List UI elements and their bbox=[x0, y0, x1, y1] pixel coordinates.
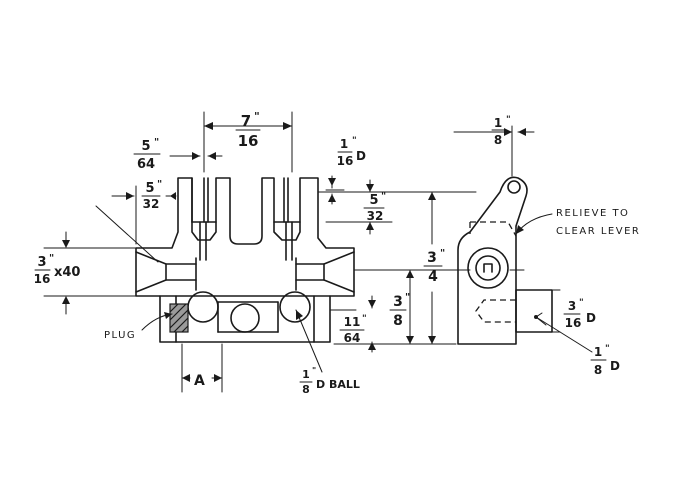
svg-text:x40: x40 bbox=[54, 265, 80, 280]
plug-hatch bbox=[169, 303, 189, 333]
dim-tap: 3 " 16 x40 bbox=[34, 253, 81, 286]
svg-text:": " bbox=[579, 298, 584, 308]
dim-ball: 1 " 8 D BALL bbox=[299, 366, 360, 396]
svg-text:": " bbox=[157, 179, 162, 190]
side-view bbox=[457, 176, 593, 353]
svg-text:64: 64 bbox=[344, 331, 361, 345]
dim-step-right: 5 " 32 bbox=[363, 191, 386, 223]
svg-text:4: 4 bbox=[428, 269, 438, 285]
svg-text:7: 7 bbox=[241, 112, 251, 130]
svg-text:1: 1 bbox=[302, 368, 310, 381]
svg-text:": " bbox=[154, 137, 159, 148]
svg-text:16: 16 bbox=[238, 132, 259, 150]
svg-text:D: D bbox=[610, 359, 620, 373]
svg-text:": " bbox=[405, 292, 410, 303]
svg-text:3: 3 bbox=[427, 250, 437, 266]
svg-text:3: 3 bbox=[568, 299, 576, 313]
boss-outer bbox=[467, 247, 509, 289]
ball-center bbox=[230, 303, 260, 333]
svg-text:16: 16 bbox=[34, 272, 51, 286]
dim-small-pin: 1 " 8 D bbox=[590, 344, 620, 377]
svg-text:8: 8 bbox=[302, 383, 310, 396]
label-a: A bbox=[194, 373, 205, 389]
svg-text:": " bbox=[506, 115, 511, 125]
lever-pivot-hole bbox=[507, 180, 521, 194]
svg-text:": " bbox=[352, 136, 357, 146]
dim-ball-depth: 3 " 8 bbox=[389, 292, 410, 329]
svg-text:D: D bbox=[356, 149, 366, 163]
dim-height-total: 3 " 4 bbox=[423, 248, 445, 285]
svg-text:8: 8 bbox=[393, 313, 403, 329]
svg-text:D BALL: D BALL bbox=[316, 378, 360, 391]
svg-text:": " bbox=[440, 248, 445, 259]
svg-text:5: 5 bbox=[141, 139, 150, 154]
svg-text:64: 64 bbox=[137, 157, 155, 172]
boss-inner bbox=[475, 255, 501, 281]
svg-text:1: 1 bbox=[594, 345, 602, 359]
svg-text:16: 16 bbox=[337, 154, 354, 168]
svg-text:16: 16 bbox=[565, 316, 582, 330]
svg-text:8: 8 bbox=[494, 133, 502, 147]
front-section-view bbox=[135, 177, 355, 343]
svg-text:": " bbox=[605, 344, 610, 354]
dimension-lines bbox=[43, 111, 561, 393]
svg-text:11: 11 bbox=[344, 315, 361, 329]
label-plug: PLUG bbox=[104, 330, 136, 341]
dim-pin-dia: 3 " 16 D bbox=[563, 298, 596, 330]
svg-text:1: 1 bbox=[340, 137, 348, 151]
dim-lever-width: 1 " 8 bbox=[491, 115, 511, 147]
dim-slot-width: 5 " 64 bbox=[133, 137, 161, 172]
svg-text:3: 3 bbox=[37, 255, 46, 270]
svg-text:3: 3 bbox=[393, 294, 403, 310]
svg-text:32: 32 bbox=[367, 209, 384, 223]
dim-hole-dia: 1 " 16 D bbox=[337, 136, 366, 168]
dim-step-left: 5 " 32 bbox=[141, 179, 162, 211]
dim-base-depth: 11 " 64 bbox=[339, 314, 367, 345]
dim-top-width: 7 " 16 bbox=[235, 110, 261, 150]
label-relieve-line2: CLEAR LEVER bbox=[556, 226, 640, 237]
svg-text:": " bbox=[381, 191, 386, 202]
label-relieve-line1: RELIEVE TO bbox=[556, 208, 629, 219]
svg-text:D: D bbox=[586, 311, 596, 325]
svg-text:5: 5 bbox=[145, 181, 154, 196]
svg-text:": " bbox=[254, 110, 260, 123]
svg-text:32: 32 bbox=[143, 197, 160, 211]
svg-text:": " bbox=[49, 253, 54, 264]
svg-text:5: 5 bbox=[369, 193, 378, 208]
ball-right bbox=[279, 291, 311, 323]
svg-text:8: 8 bbox=[594, 363, 602, 377]
svg-text:1: 1 bbox=[494, 116, 502, 130]
svg-text:": " bbox=[362, 314, 367, 324]
svg-text:": " bbox=[312, 366, 316, 375]
